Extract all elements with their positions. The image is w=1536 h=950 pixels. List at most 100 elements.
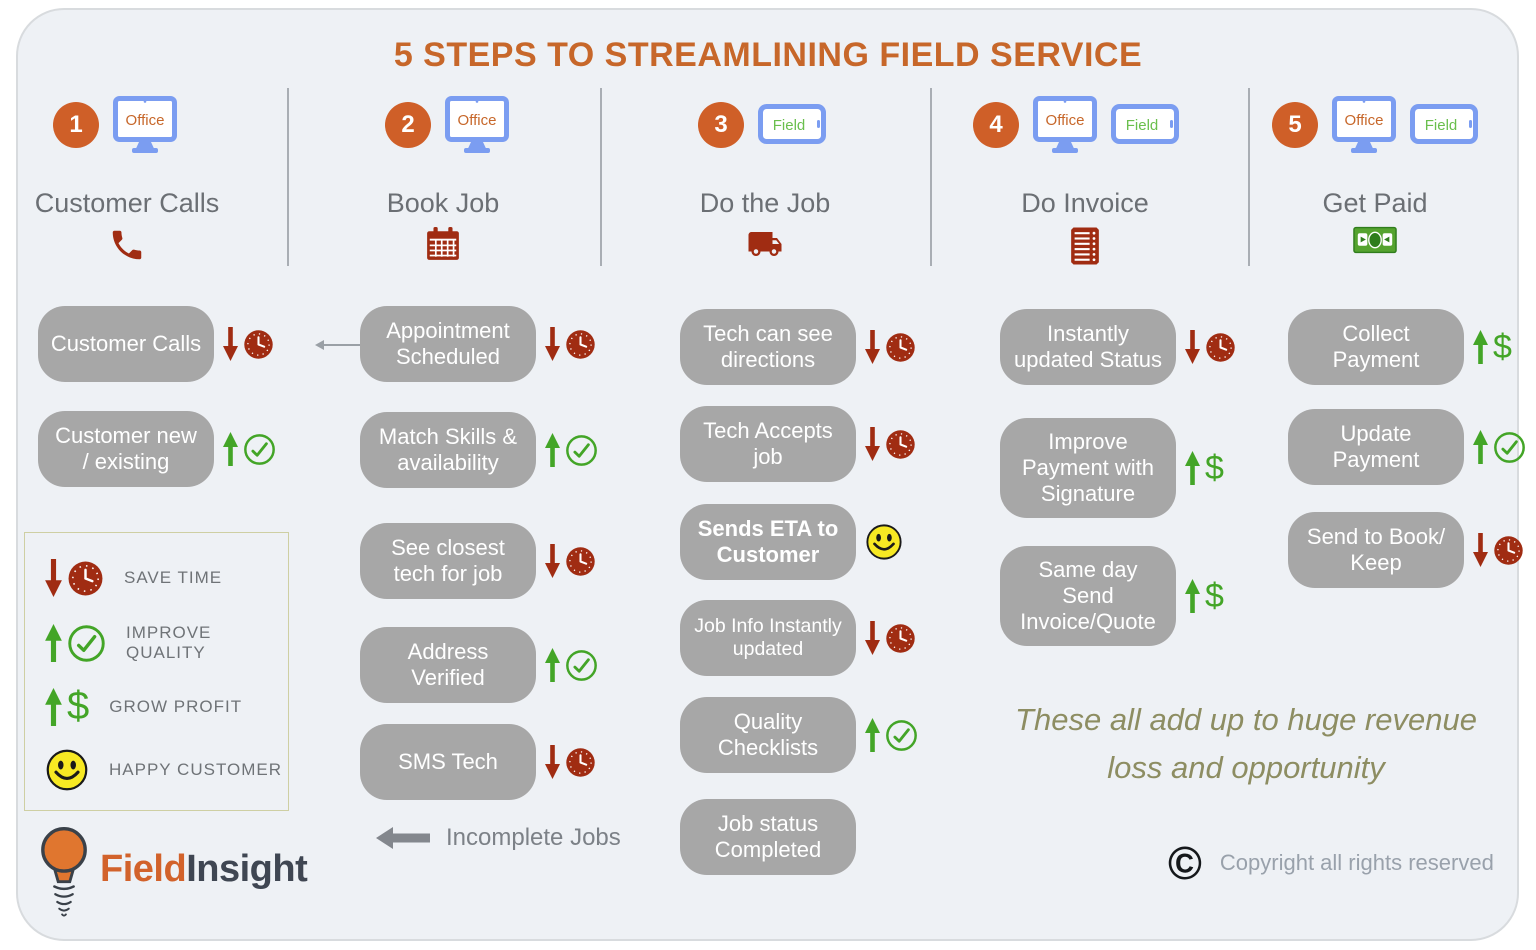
grow-profit-icon: $ (1473, 328, 1512, 367)
column-title: Customer Calls (34, 188, 220, 218)
flow-box-same-day-invoice: Same day Send Invoice/Quote $ (1000, 546, 1224, 646)
page-title: 5 STEPS TO STREAMLINING FIELD SERVICE (393, 36, 1143, 74)
flow-box-label: Send to Book/ Keep (1288, 512, 1464, 588)
arrow-down-icon (545, 544, 560, 578)
copyright-icon: © (1168, 837, 1202, 889)
clock-icon (1206, 332, 1235, 362)
column-title: Get Paid (1322, 188, 1428, 218)
flow-box-customer-new-existing: Customer new / existing (38, 411, 276, 487)
step-number-badge: 4 (973, 102, 1019, 148)
flow-box-job-status-completed: Job status Completed (680, 799, 856, 875)
arrow-up-icon (1185, 579, 1200, 613)
flow-box-label: Job status Completed (680, 799, 856, 875)
legend-item-happy-customer: HAPPY CUSTOMER (45, 748, 282, 792)
column-divider (287, 88, 289, 266)
flow-box-customer-calls: Customer Calls (38, 306, 274, 382)
flow-box-label: Sends ETA to Customer (680, 504, 856, 580)
save-time-icon (1473, 533, 1524, 567)
flow-box-instantly-updated: Instantly updated Status (1000, 309, 1236, 385)
field-tablet-icon: Field (758, 104, 826, 144)
save-time-icon (223, 327, 274, 361)
svg-text:Field: Field (773, 117, 806, 134)
save-time-icon (45, 559, 104, 597)
svg-text:Office: Office (126, 112, 165, 129)
improve-quality-icon (545, 648, 598, 682)
flow-box-label: Address Verified (360, 627, 536, 703)
step-5-header: 5 Office Field (1272, 96, 1478, 153)
check-circle-icon (886, 719, 917, 751)
step-1-header: 1 Office (53, 96, 177, 153)
step-4-header: 4 Office Field (973, 96, 1179, 153)
logo-wordmark: FieldInsight (100, 848, 308, 891)
flow-box-sms-tech: SMS Tech (360, 724, 596, 800)
column-title: Book Job (386, 188, 500, 218)
flow-box-label: Update Payment (1288, 409, 1464, 485)
clock-icon (566, 546, 595, 576)
arrow-down-icon (865, 427, 880, 461)
arrow-up-icon (45, 624, 62, 662)
arrow-down-icon (545, 745, 560, 779)
legend-label: IMPROVE QUALITY (126, 623, 212, 662)
flow-box-improve-payment: Improve Payment with Signature $ (1000, 418, 1224, 518)
field-tablet-icon: Field (1410, 104, 1478, 144)
flow-box-label: Same day Send Invoice/Quote (1000, 546, 1176, 646)
flow-box-job-info-updated: Job Info Instantly updated (680, 600, 916, 676)
step-number-badge: 5 (1272, 102, 1318, 148)
fieldinsight-logo: FieldInsight (38, 824, 308, 924)
dollar-icon: $ (1493, 327, 1512, 366)
check-circle-icon (68, 624, 105, 662)
flow-box-send-to-book: Send to Book/ Keep (1288, 512, 1524, 588)
flow-box-label: Tech can see directions (680, 309, 856, 385)
arrow-down-icon (545, 327, 560, 361)
clock-icon (566, 747, 595, 777)
save-time-icon (1185, 330, 1236, 364)
flow-box-label: Tech Accepts job (680, 406, 856, 482)
flow-box-label: Match Skills & availability (360, 412, 536, 488)
flow-box-label: Appointment Scheduled (360, 306, 536, 382)
legend-label: SAVE TIME (124, 568, 223, 587)
arrow-up-icon (865, 718, 880, 752)
legend-item-grow-profit: $ GROW PROFIT (45, 684, 242, 729)
flow-box-tech-directions: Tech can see directions (680, 309, 916, 385)
legend-item-save-time: SAVE TIME (45, 559, 222, 597)
dollar-icon: $ (1205, 448, 1224, 487)
flow-box-label: Customer Calls (38, 306, 214, 382)
improve-quality-icon (45, 624, 106, 663)
smiley-icon (46, 749, 88, 791)
arrow-up-icon (1473, 330, 1488, 364)
incomplete-jobs-label: Incomplete Jobs (446, 824, 621, 851)
office-monitor-icon: Office (113, 96, 177, 153)
improve-quality-icon (545, 433, 598, 467)
check-circle-icon (566, 649, 597, 681)
column-title: Do Invoice (1021, 188, 1149, 218)
flow-box-collect-payment: Collect Payment $ (1288, 309, 1512, 385)
copyright-text: Copyright all rights reserved (1219, 850, 1494, 875)
arrow-left-icon (376, 827, 430, 849)
save-time-icon (545, 745, 596, 779)
clock-icon (886, 429, 915, 459)
arrow-down-icon (865, 621, 880, 655)
arrow-up-icon (223, 432, 238, 466)
arrow-up-icon (45, 687, 62, 726)
connector-line (315, 340, 361, 350)
flow-box-label: Improve Payment with Signature (1000, 418, 1176, 518)
arrow-down-icon (1185, 330, 1200, 364)
save-time-icon (865, 621, 916, 655)
flow-box-label: Quality Checklists (680, 697, 856, 773)
flow-box-see-closest-tech: See closest tech for job (360, 523, 596, 599)
invoice-icon (970, 226, 1200, 271)
column-title: Do the Job (699, 188, 831, 218)
column-divider (1248, 88, 1250, 266)
flow-box-label: SMS Tech (360, 724, 536, 800)
clock-icon (886, 332, 915, 362)
flow-box-label: Job Info Instantly updated (680, 600, 856, 676)
dollar-icon: $ (1205, 576, 1224, 615)
flow-box-label: Collect Payment (1288, 309, 1464, 385)
flow-box-update-payment: Update Payment (1288, 409, 1526, 485)
step-2-header: 2 Office (385, 96, 509, 153)
clock-icon (68, 561, 103, 595)
arrow-up-icon (545, 433, 560, 467)
office-monitor-icon: Office (445, 96, 509, 153)
arrow-up-icon (1185, 451, 1200, 485)
